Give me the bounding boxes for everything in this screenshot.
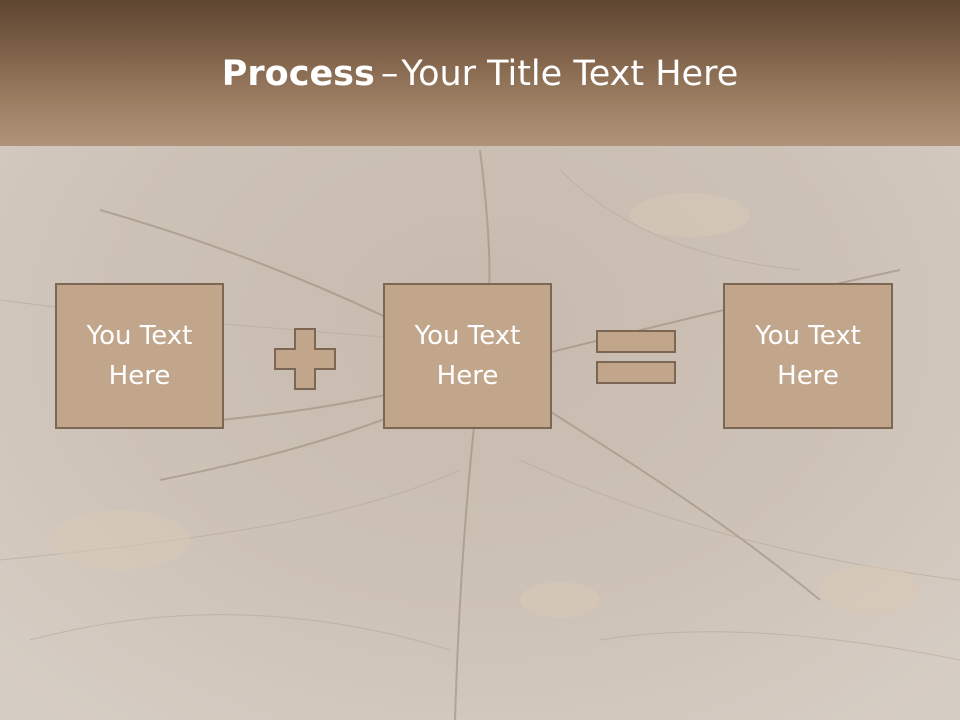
process-box-text: You Text Here — [408, 316, 528, 396]
box-line-1: You Text — [414, 321, 521, 351]
box-line-1: You Text — [86, 321, 193, 351]
process-box-text: You Text Here — [80, 316, 200, 396]
equals-icon — [596, 330, 676, 384]
box-line-2: Here — [777, 361, 839, 391]
process-box-text: You Text Here — [748, 316, 868, 396]
box-line-2: Here — [436, 361, 499, 391]
header-band — [0, 0, 960, 146]
process-box-3: You Text Here — [723, 283, 893, 429]
title-separator: – — [380, 54, 399, 94]
process-box-1: You Text Here — [55, 283, 224, 429]
slide-title: Process–Your Title Text Here — [0, 52, 960, 96]
title-bold: Process — [221, 54, 375, 94]
box-line-1: You Text — [755, 321, 861, 351]
process-box-2: You Text Here — [383, 283, 552, 429]
box-line-2: Here — [108, 361, 171, 391]
title-text: Your Title Text Here — [401, 54, 739, 94]
plus-icon — [274, 328, 336, 390]
